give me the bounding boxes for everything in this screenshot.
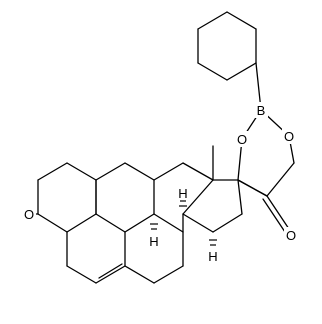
ring-a-left — [37, 162, 97, 233]
atom-o-side-ketone: O — [284, 227, 298, 243]
svg-text:O: O — [24, 207, 34, 222]
atom-h-c14: H — [208, 249, 217, 264]
dioxaborinane-ring — [237, 109, 295, 197]
svg-text:B: B — [257, 103, 266, 118]
stereo-hashes — [150, 200, 217, 246]
ring-b — [124, 213, 184, 284]
atom-b: B — [255, 102, 268, 118]
atom-o-ring-left: O — [235, 131, 249, 147]
ring-c-upper — [95, 162, 155, 181]
svg-text:O: O — [237, 132, 247, 147]
atom-h-c8: H — [178, 186, 187, 201]
svg-text:H: H — [149, 234, 158, 249]
atom-o-ring-a-ketone: O — [22, 206, 36, 222]
side-ketone — [262, 195, 292, 236]
svg-text:H: H — [208, 249, 217, 264]
atom-o-ring-right: O — [282, 128, 296, 144]
svg-text:H: H — [178, 186, 187, 201]
cyclohexyl-ring — [197, 11, 257, 81]
ring-d — [182, 179, 268, 233]
svg-text:O: O — [284, 129, 294, 144]
atom-h-c9: H — [149, 234, 158, 249]
ring-a — [66, 213, 126, 284]
svg-text:O: O — [286, 228, 296, 243]
ring-c — [153, 162, 214, 233]
